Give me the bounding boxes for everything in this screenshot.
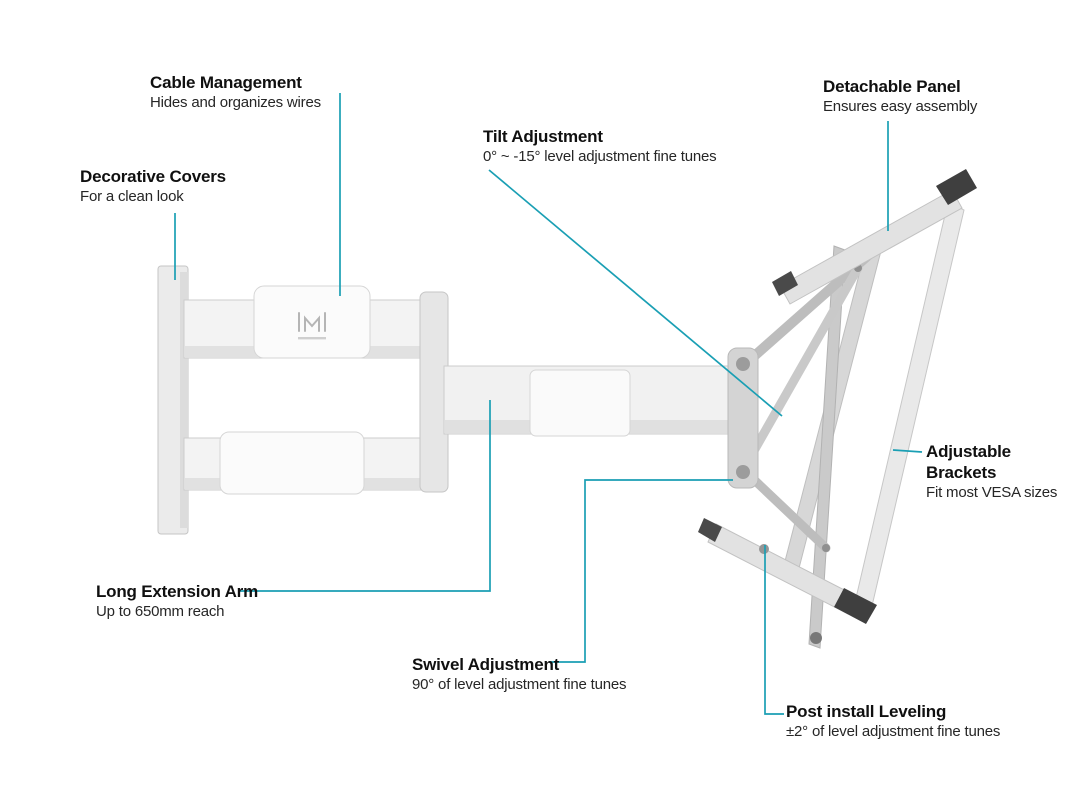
callout-detachable-panel: Detachable Panel Ensures easy assembly	[823, 76, 977, 117]
callout-desc: Hides and organizes wires	[150, 94, 321, 111]
leader-post-install-leveling	[764, 545, 784, 715]
leveling-strip	[808, 245, 846, 649]
callout-swivel-adjustment: Swivel Adjustment 90° of level adjustmen…	[412, 654, 627, 695]
swivel-joint	[727, 347, 759, 489]
callout-cable-management: Cable Management Hides and organizes wir…	[150, 72, 321, 113]
callout-desc: For a clean look	[80, 188, 184, 205]
bottom-bracket	[698, 518, 877, 624]
top-bracket-end-cap	[936, 169, 977, 205]
brand-logo-icon	[298, 312, 326, 332]
callout-desc: 90° of level adjustment fine tunes	[412, 676, 627, 693]
leader-long-extension-arm	[238, 400, 491, 592]
callout-tilt-adjustment: Tilt Adjustment 0° ~ -15° level adjustme…	[483, 126, 717, 167]
leader-swivel-adjustment	[549, 479, 733, 663]
callout-desc: ±2° of level adjustment fine tunes	[786, 723, 1001, 740]
callout-title: Detachable Panel	[823, 77, 961, 96]
top-bracket-hook	[772, 271, 798, 296]
callout-desc: Ensures easy assembly	[823, 98, 978, 115]
leveling-screw	[759, 544, 769, 554]
bottom-bracket-hook	[698, 518, 722, 542]
vesa-rails	[783, 201, 965, 607]
callout-title: Tilt Adjustment	[483, 127, 603, 146]
wall-plate	[157, 265, 189, 535]
callout-title: Cable Management	[150, 73, 302, 92]
top-bracket	[772, 169, 977, 305]
callout-title: Post install Leveling	[786, 702, 947, 721]
cable-management-cover	[253, 285, 371, 359]
bottom-bracket-end-cap	[834, 588, 877, 624]
logo-subtext-mark	[298, 337, 326, 340]
callout-decorative-covers: Decorative Covers For a clean look	[80, 166, 226, 207]
callout-desc: Up to 650mm reach	[96, 603, 225, 620]
callout-post-install-leveling: Post install Leveling ±2° of level adjus…	[786, 701, 1000, 742]
callout-title: Long Extension Arm	[96, 582, 259, 601]
callout-long-extension-arm: Long Extension Arm Up to 650mm reach	[96, 581, 258, 622]
callout-desc: 0° ~ -15° level adjustment fine tunes	[483, 148, 717, 165]
extension-arm-cover	[529, 369, 631, 437]
callout-title: Swivel Adjustment	[412, 655, 560, 674]
callout-title: Decorative Covers	[80, 167, 226, 186]
leader-adjustable-brackets	[892, 449, 923, 453]
lower-arm-cover	[219, 431, 365, 495]
leader-tilt-adjustment	[488, 169, 783, 417]
callout-adjustable-brackets: Adjustable Brackets Fit most VESA sizes	[926, 441, 1080, 503]
callout-lines	[174, 93, 923, 715]
callout-title: Adjustable Brackets	[926, 442, 1011, 482]
callout-desc: Fit most VESA sizes	[926, 484, 1058, 501]
leveling-bolt	[810, 632, 822, 644]
